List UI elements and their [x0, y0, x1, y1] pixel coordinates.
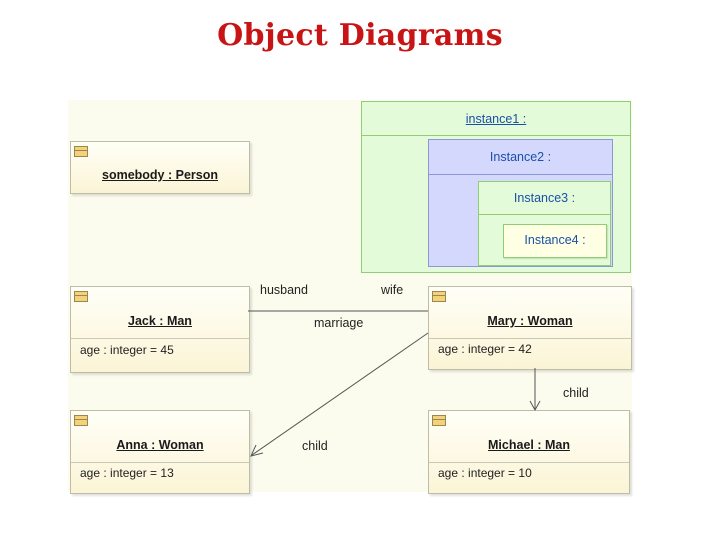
object-icon: [74, 146, 88, 157]
role-child-anna: child: [302, 439, 328, 453]
object-icon: [74, 415, 88, 426]
object-attribute: age : integer = 10: [438, 466, 532, 480]
object-name: Michael : Man: [488, 438, 570, 452]
object-name: Jack : Man: [128, 314, 192, 328]
instance1-divider: [362, 135, 630, 136]
object-divider: [71, 462, 249, 463]
association-marriage: marriage: [314, 316, 364, 330]
object-icon: [432, 291, 446, 302]
object-name: Mary : Woman: [487, 314, 573, 328]
object-attribute: age : integer = 42: [438, 342, 532, 356]
child-link-mary-anna[interactable]: [251, 332, 429, 456]
object-attribute: age : integer = 45: [80, 343, 174, 357]
instance4-label: Instance4 :: [524, 233, 586, 247]
arrowhead-michael: [529, 400, 541, 412]
object-icon: [432, 415, 446, 426]
instance2-label: Instance2 :: [489, 150, 552, 164]
role-wife: wife: [381, 283, 404, 297]
object-mary[interactable]: Mary : Woman age : integer = 42: [428, 286, 632, 370]
instance4-box[interactable]: Instance4 :: [503, 224, 607, 258]
object-divider: [429, 462, 629, 463]
instance1-label: instance1 :: [465, 112, 527, 126]
slide-title: Object Diagrams: [217, 18, 503, 53]
object-somebody[interactable]: somebody : Person: [70, 141, 250, 194]
object-icon: [74, 291, 88, 302]
object-jack[interactable]: Jack : Man age : integer = 45: [70, 286, 250, 373]
object-name: Anna : Woman: [116, 438, 204, 452]
role-husband: husband: [260, 283, 308, 297]
object-attribute: age : integer = 13: [80, 466, 174, 480]
instance2-divider: [429, 174, 612, 175]
instance3-label: Instance3 :: [513, 191, 576, 205]
arrowhead-anna: [250, 444, 264, 457]
object-divider: [71, 338, 249, 339]
role-child-michael: child: [563, 386, 589, 400]
object-name: somebody : Person: [102, 168, 218, 182]
object-anna[interactable]: Anna : Woman age : integer = 13: [70, 410, 250, 494]
object-michael[interactable]: Michael : Man age : integer = 10: [428, 410, 630, 494]
instance3-divider: [479, 214, 610, 215]
object-divider: [429, 338, 631, 339]
